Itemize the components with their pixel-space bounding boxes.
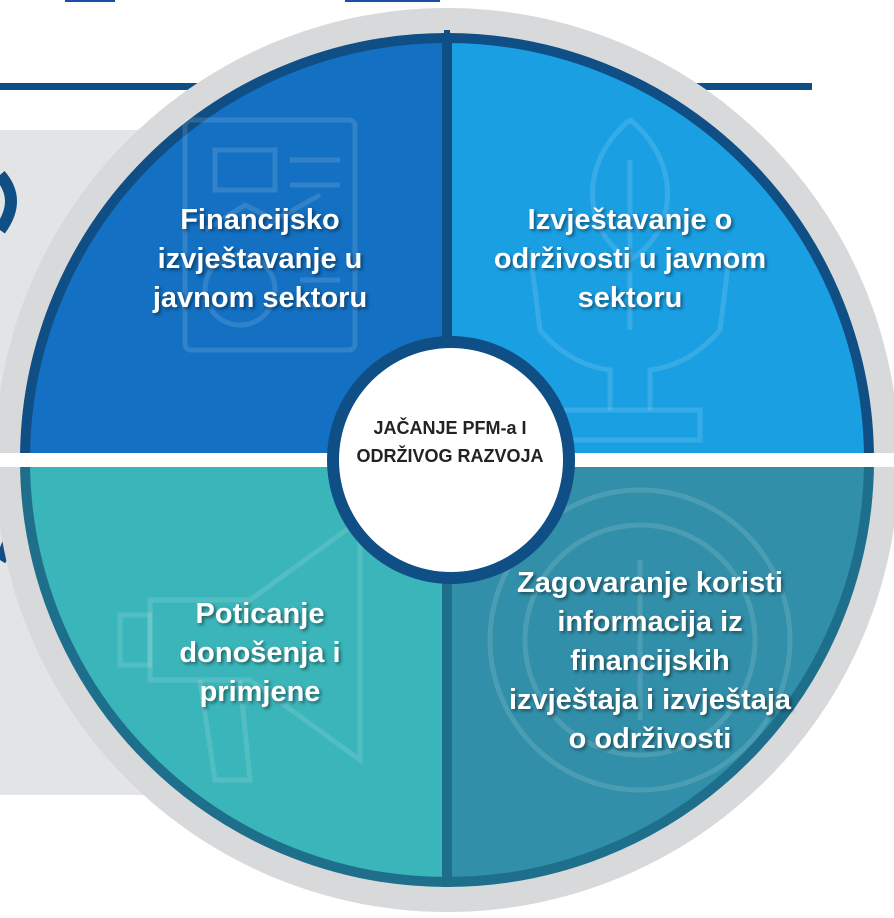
center-disc: [339, 348, 563, 572]
vertical-separator-bottom: [444, 460, 450, 885]
plant-in-hands-icon: [527, 116, 733, 443]
quadrant-bottom-left: [19, 455, 452, 888]
quadrant-top-right: [442, 32, 875, 465]
financial-report-icon: [182, 117, 358, 353]
quadrant-label-bottom-left: Poticanje donošenja i primjene: [179, 598, 341, 708]
center-label: JAČANJE PFM-a I ODRŽIVOG RAZVOJA: [356, 418, 544, 466]
coin-icon: [487, 487, 793, 793]
vertical-separator-top: [444, 30, 450, 460]
quadrant-label-bottom-right: Zagovaranje koristi informacija iz finan…: [508, 567, 792, 755]
quadrant-label-top-right: Izvještavanje o održivosti u javnom sekt…: [493, 204, 767, 314]
megaphone-icon: [117, 515, 363, 783]
quadrant-bottom-right: [442, 455, 875, 888]
side-marker-top: [0, 171, 17, 234]
quadrant-top-left: [19, 32, 452, 465]
quadrant-label-top-left: Financijsko izvještavanje u javnom sekto…: [152, 204, 368, 314]
